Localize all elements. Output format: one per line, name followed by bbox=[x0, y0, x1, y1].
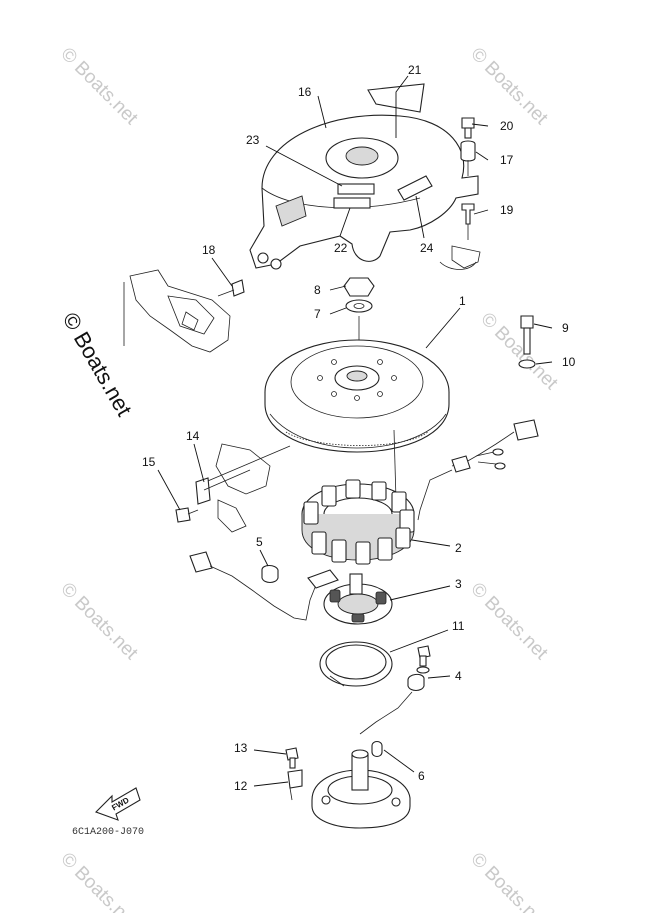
retaining-ring bbox=[319, 641, 393, 687]
flywheel bbox=[264, 339, 450, 453]
stator bbox=[301, 479, 415, 565]
bolt-18 bbox=[217, 279, 245, 297]
screw-15 bbox=[175, 507, 199, 523]
callout-5: 5 bbox=[256, 535, 263, 549]
callout-17: 17 bbox=[500, 153, 514, 167]
callout-13: 13 bbox=[234, 741, 248, 755]
clamp-5 bbox=[261, 564, 279, 584]
callout-9: 9 bbox=[562, 321, 569, 335]
watermark-center-right: © Boats.net bbox=[476, 309, 562, 395]
flywheel-nut-washer bbox=[343, 277, 375, 372]
bracket-14 bbox=[195, 445, 291, 505]
stator-coils bbox=[303, 479, 415, 565]
watermark-mid-left: © Boats.net bbox=[56, 579, 142, 665]
callout-19: 19 bbox=[500, 203, 514, 217]
lower-lead bbox=[359, 691, 413, 735]
callout-8: 8 bbox=[314, 283, 321, 297]
decal-22 bbox=[333, 197, 371, 209]
callout-22: 22 bbox=[334, 241, 348, 255]
fwd-arrow: FWD bbox=[95, 787, 141, 821]
watermark-top-right: © Boats.net bbox=[466, 44, 552, 130]
callout-1: 1 bbox=[459, 294, 466, 308]
callout-14: 14 bbox=[186, 429, 200, 443]
pulser-lead bbox=[189, 551, 319, 621]
callout-labels: 1 2 3 4 5 6 7 8 9 10 11 12 13 14 15 16 1… bbox=[142, 63, 576, 793]
callout-23: 23 bbox=[246, 133, 260, 147]
callout-11: 11 bbox=[452, 619, 465, 633]
decal-23 bbox=[337, 183, 375, 195]
callout-4: 4 bbox=[455, 669, 462, 683]
leader-lines bbox=[157, 75, 553, 787]
callout-7: 7 bbox=[314, 307, 321, 321]
stator-harness bbox=[393, 419, 539, 521]
side-watermark: © Boats.net bbox=[58, 308, 137, 420]
watermark-mid-right: © Boats.net bbox=[466, 579, 552, 665]
pulser-coil bbox=[307, 569, 393, 625]
callout-16: 16 bbox=[298, 85, 312, 99]
callout-20: 20 bbox=[500, 119, 514, 133]
callout-15: 15 bbox=[142, 455, 156, 469]
screw-13 bbox=[285, 747, 299, 769]
callout-24: 24 bbox=[420, 241, 434, 255]
callout-10: 10 bbox=[562, 355, 576, 369]
callout-21: 21 bbox=[408, 63, 422, 77]
bolt-9-washer-10 bbox=[518, 315, 536, 369]
callout-18: 18 bbox=[202, 243, 216, 257]
bracket-12 bbox=[287, 769, 303, 801]
callout-2: 2 bbox=[455, 541, 462, 555]
flywheel-cover bbox=[249, 83, 479, 270]
watermark-top-left: © Boats.net bbox=[56, 44, 142, 130]
engine-outline bbox=[123, 269, 271, 533]
watermark-bottom-right: © Boats.net bbox=[466, 849, 552, 913]
decal-24 bbox=[397, 175, 433, 201]
cover-bolt-stack bbox=[439, 117, 481, 270]
stator-base bbox=[311, 740, 411, 829]
callout-12: 12 bbox=[234, 779, 248, 793]
callout-6: 6 bbox=[418, 769, 425, 783]
callout-3: 3 bbox=[455, 577, 462, 591]
watermark-bottom-left: © Boats.net bbox=[56, 849, 142, 913]
clamp-4 bbox=[407, 645, 431, 692]
drawing-code: 6C1A200-J070 bbox=[72, 827, 144, 838]
